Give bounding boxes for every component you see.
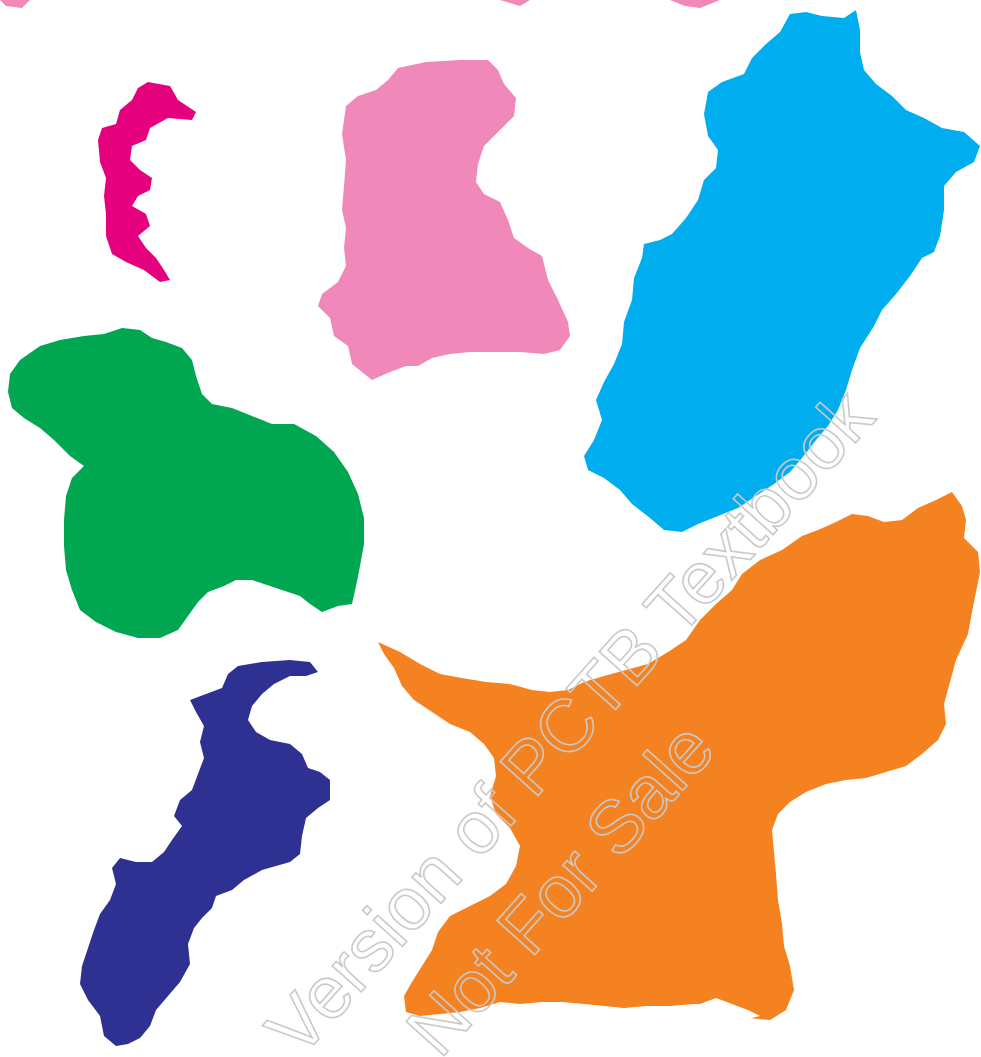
region-shape-magenta[interactable] (98, 82, 196, 282)
region-shape-sky-blue[interactable] (584, 10, 980, 532)
region-shape-orange[interactable] (378, 492, 980, 1020)
edge-fragment-pink-shape (500, 0, 530, 6)
region-shape-green[interactable] (8, 328, 364, 638)
region-shape-navy[interactable] (80, 660, 330, 1046)
edge-fragment-pink-shape (670, 0, 720, 8)
region-shape-light-pink[interactable] (318, 60, 570, 380)
edge-fragment-pink-shape (0, 0, 30, 8)
coastline-notch (700, 998, 760, 1020)
